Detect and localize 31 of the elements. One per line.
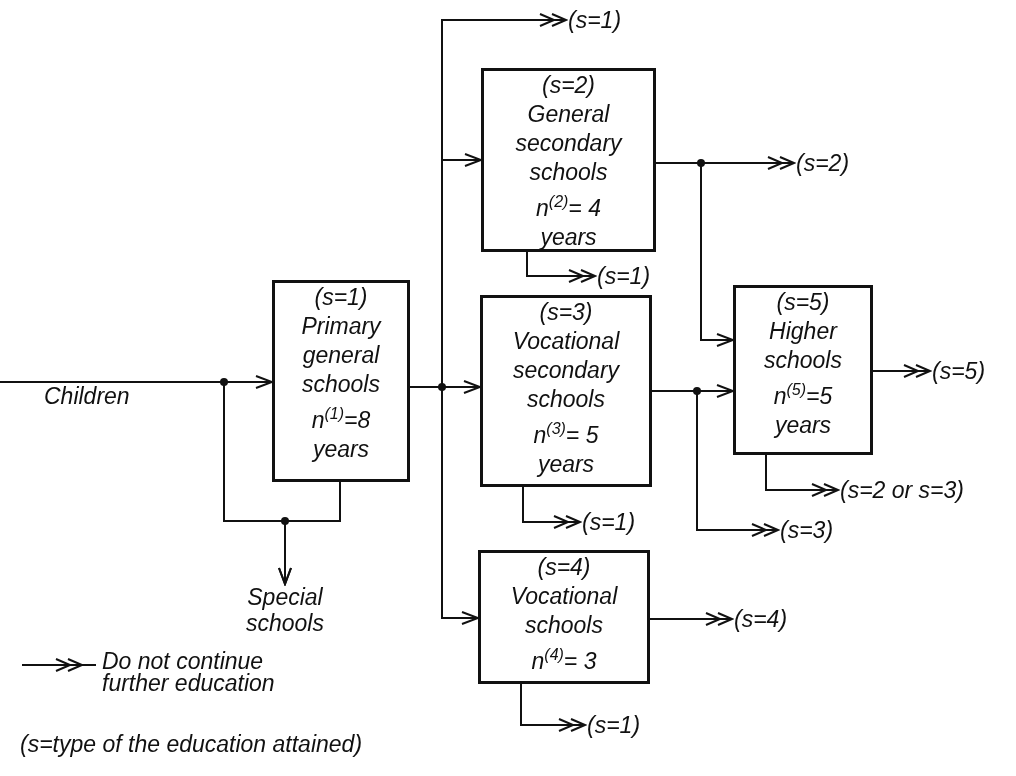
outcome-label: (s=1) [582, 508, 636, 536]
outcome-label: (s=4) [734, 605, 788, 633]
note: (s=type of the education attained) [20, 732, 363, 756]
outcome-label: (s=2) [796, 149, 850, 177]
destination-label: Special schools [230, 584, 340, 636]
box-text: n$^{(1)}$=8 years [310, 404, 372, 464]
box-text: n$^{(5)}$=5 years [772, 380, 834, 440]
education-type: (s=1) [314, 283, 368, 312]
arrow [409, 386, 479, 625]
school-box [481, 68, 656, 252]
box-text: n$^{(4)}$= 3 [531, 645, 597, 676]
outcome-label: (s=3) [780, 516, 834, 544]
school-box [733, 285, 873, 455]
outcome-label: (s=1) [587, 711, 641, 739]
input-label: Children [0, 382, 130, 410]
legend-text: Do not continue further education [102, 650, 276, 694]
outcome-label: (s=1) [568, 6, 622, 34]
box-text: n$^{(3)}$= 5 years [532, 419, 600, 479]
box-text: n$^{(2)}$= 4 years [535, 192, 602, 252]
education-type: (s=4) [537, 553, 591, 582]
education-type: (s=5) [776, 288, 830, 317]
outcome-label: (s=5) [932, 357, 986, 385]
arrow [655, 162, 734, 347]
education-type: (s=2) [541, 71, 595, 100]
school-box [480, 295, 652, 487]
school-box [478, 550, 650, 684]
outcome-label: (s=1) [597, 262, 651, 290]
education-type: (s=3) [539, 298, 593, 327]
arrow [278, 481, 341, 585]
school-box [272, 280, 410, 482]
outcome-label: (s=2 or s=3) [840, 476, 964, 504]
